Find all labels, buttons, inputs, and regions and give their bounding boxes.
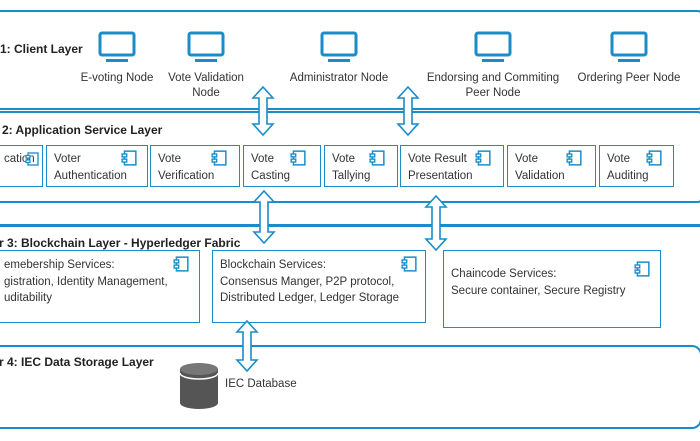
service-line1: Vote [515, 153, 539, 165]
service-line1: Vote [332, 153, 356, 165]
client-node-endorsing-peer: Endorsing and Commiting Peer Node [418, 31, 568, 101]
component-icon [121, 150, 137, 166]
app-service-vote-casting: Vote Casting [243, 145, 321, 187]
client-node-label: Vote Validation Node [168, 72, 244, 99]
service-line1: Vote [158, 153, 182, 165]
component-icon [566, 150, 582, 166]
monitor-icon [320, 31, 358, 62]
app-service-vote-result-presentation: Vote Result Presentation [400, 145, 504, 187]
monitor-icon [474, 31, 512, 62]
monitor-icon [610, 31, 648, 62]
double-arrow-icon [396, 86, 420, 136]
component-icon [369, 150, 385, 166]
service-line2: Verification [158, 170, 215, 182]
component-icon [646, 150, 662, 166]
service-line2: Auditing [607, 170, 649, 182]
chaincode-services-card: Chaincode Services: Secure container, Se… [443, 250, 661, 328]
client-layer-title: 1: Client Layer [0, 42, 83, 56]
component-icon [634, 261, 650, 277]
component-icon [25, 152, 39, 166]
blockchain-layer-title: r 3: Blockchain Layer - Hyperledger Fabr… [0, 236, 241, 250]
app-service-vote-auditing: Vote Auditing [599, 145, 674, 187]
membership-services-card: emebership Services: gistration, Identit… [0, 250, 200, 323]
app-service-vote-tallying: Vote Tallying [324, 145, 398, 187]
storage-layer [0, 345, 700, 429]
service-line2: Authentication [54, 170, 127, 182]
service-line1: Vote [607, 153, 631, 165]
service-line1: emebership Services: [4, 259, 115, 271]
service-line3: Distributed Ledger, Ledger Storage [220, 292, 400, 304]
component-icon [290, 150, 306, 166]
client-node-administrator: Administrator Node [279, 31, 399, 86]
service-line2: Validation [515, 170, 565, 182]
database-label: IEC Database [225, 378, 297, 390]
component-icon [475, 150, 491, 166]
double-arrow-icon [251, 86, 275, 136]
client-node-vote-validation: Vote Validation Node [156, 31, 256, 101]
service-line1: Blockchain Services: [220, 259, 327, 271]
app-service-vote-verification: Vote Verification [150, 145, 240, 187]
application-layer-title: 2: Application Service Layer [2, 123, 163, 137]
double-arrow-icon [424, 195, 448, 251]
monitor-icon [187, 31, 225, 62]
service-line1: Vote [251, 153, 275, 165]
client-node-label: E-voting Node [80, 72, 154, 84]
component-icon [211, 150, 227, 166]
service-line2: Casting [251, 170, 290, 182]
app-service-card: cation [0, 145, 43, 187]
app-service-voter-authentication: Voter Authentication [46, 145, 148, 187]
service-line2: Presentation [408, 170, 473, 182]
service-line1: Chaincode Services: [451, 268, 557, 280]
client-node-ordering-peer: Ordering Peer Node [570, 31, 688, 86]
service-line2: gistration, Identity Management, [4, 275, 168, 288]
double-arrow-icon [235, 320, 259, 372]
storage-layer-title: r 4: IEC Data Storage Layer [0, 355, 154, 369]
client-node-label: Endorsing and Commiting Peer Node [426, 72, 560, 99]
service-line1: Voter [54, 153, 81, 165]
service-line3: uditability [4, 292, 52, 304]
service-line2: Tallying [332, 170, 371, 182]
client-node-evoting: E-voting Node [72, 31, 162, 86]
component-icon [173, 256, 189, 272]
client-node-label: Ordering Peer Node [577, 72, 681, 84]
database-icon [179, 363, 219, 409]
double-arrow-icon [252, 190, 276, 244]
service-line1: Vote Result [408, 153, 467, 165]
app-service-vote-validation: Vote Validation [507, 145, 596, 187]
blockchain-services-card: Blockchain Services: Consensus Manger, P… [212, 250, 426, 323]
client-node-label: Administrator Node [289, 72, 389, 84]
service-line2: Secure container, Secure Registry [451, 284, 626, 297]
blockchain-layer-top-line [0, 224, 700, 227]
component-icon [401, 256, 417, 272]
monitor-icon [98, 31, 136, 62]
service-line2: Consensus Manger, P2P protocol, [220, 275, 395, 288]
